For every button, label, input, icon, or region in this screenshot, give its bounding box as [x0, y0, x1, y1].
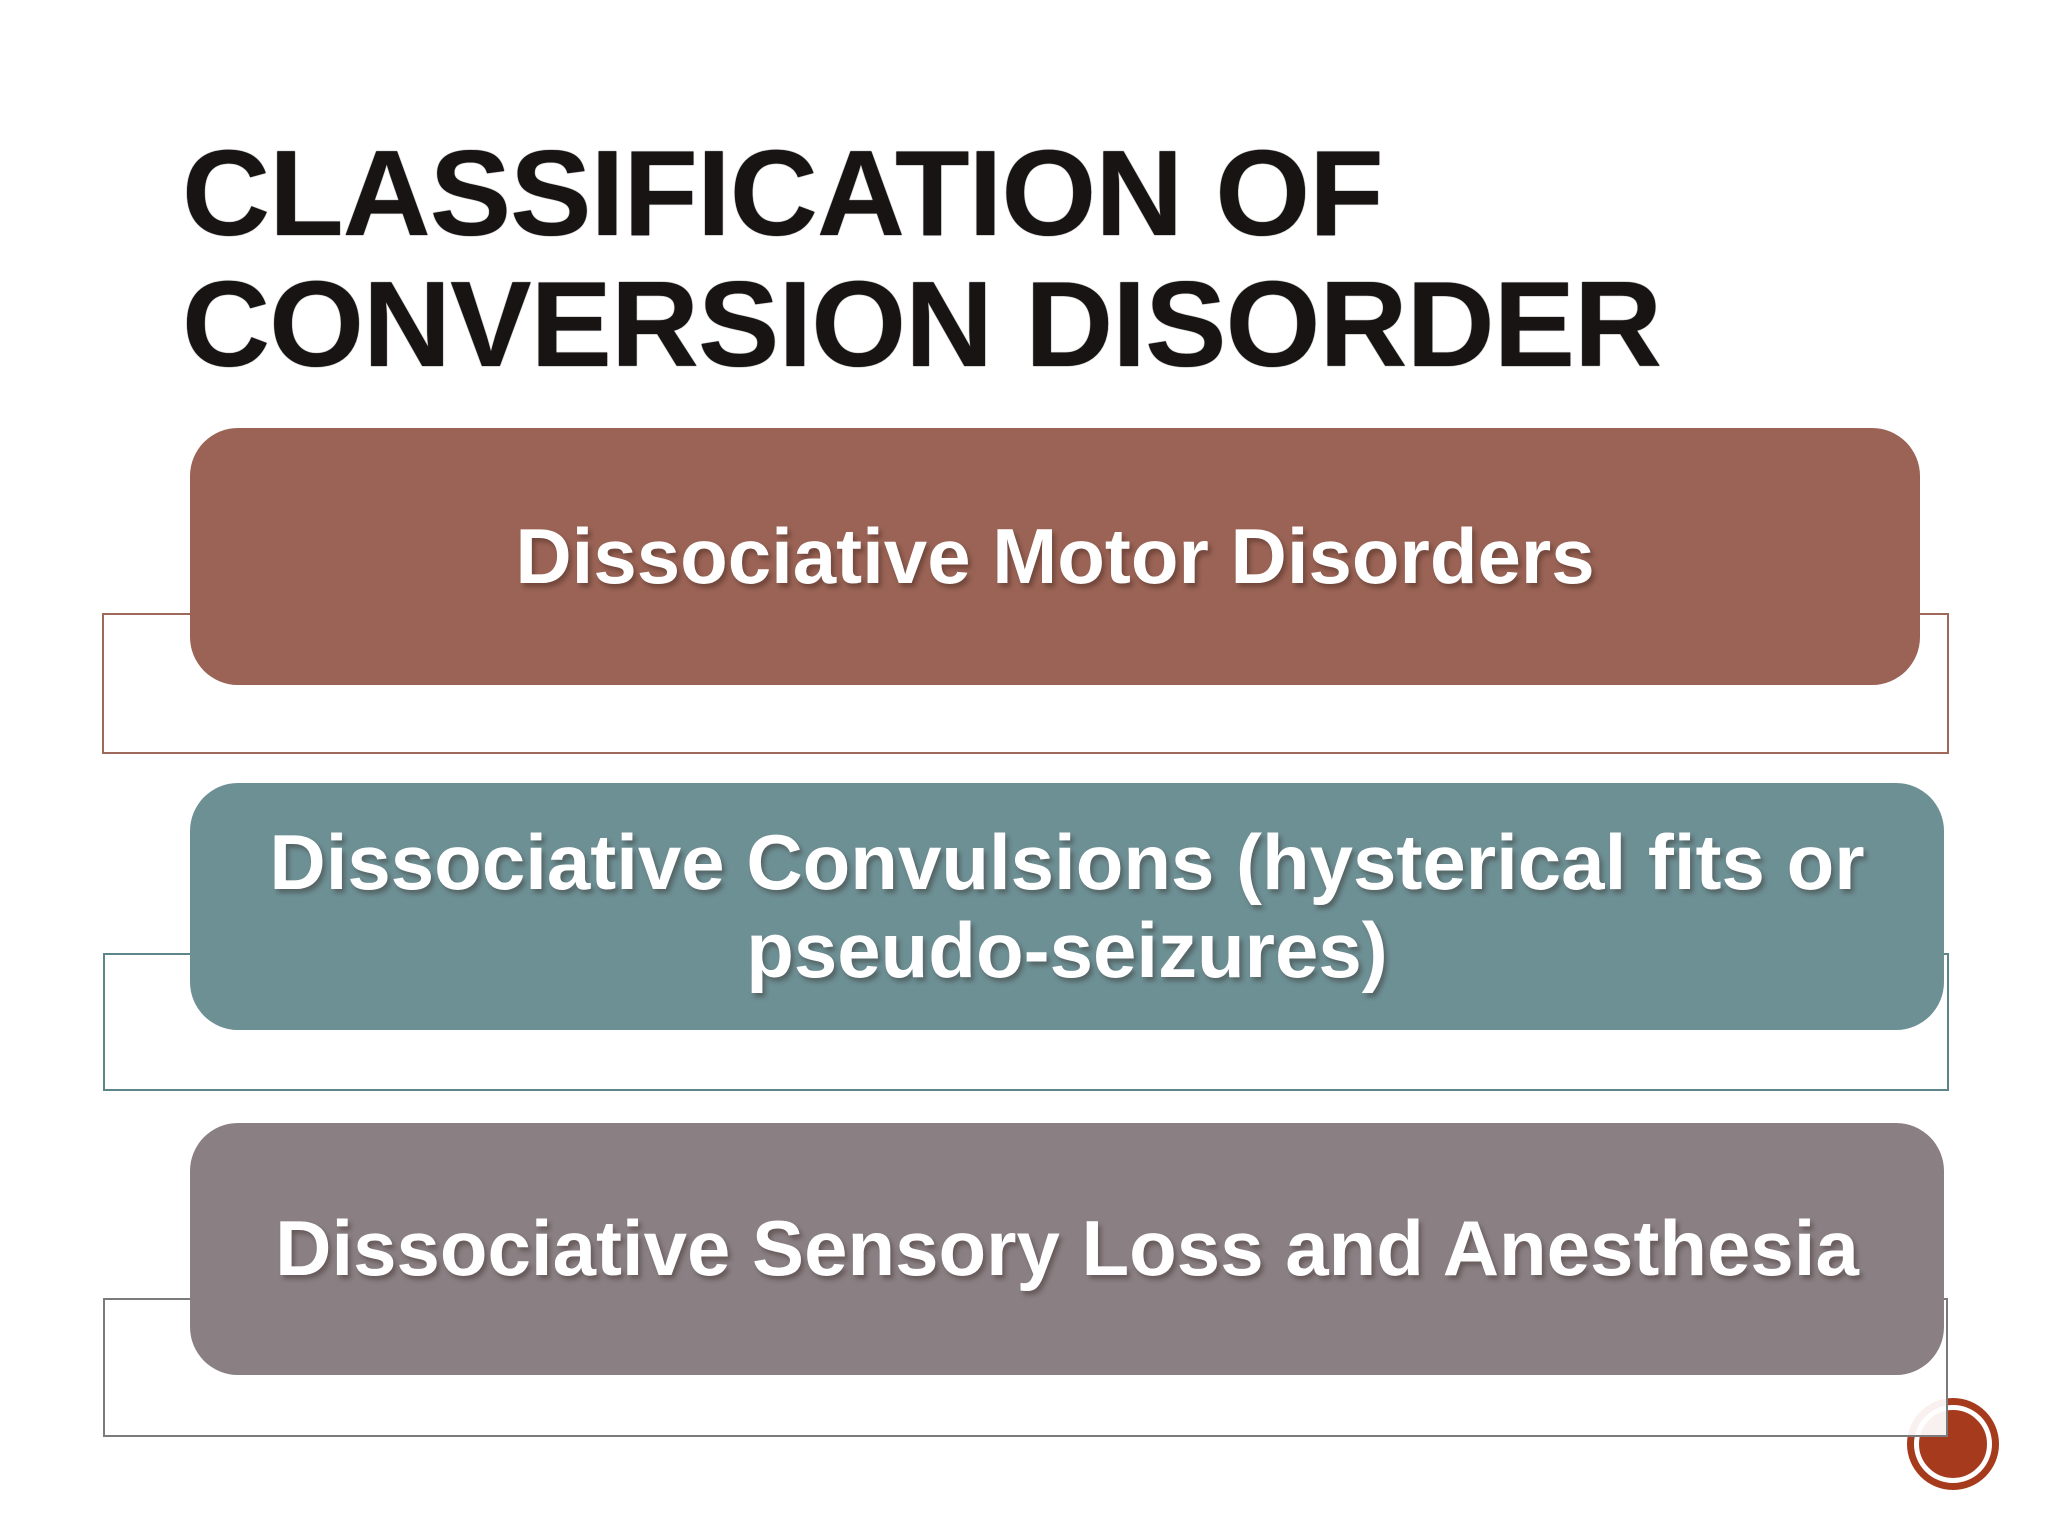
list-item-motor-disorders-label: Dissociative Motor Disorders	[515, 511, 1595, 600]
list-item-sensory-loss: Dissociative Sensory Loss and Anesthesia	[190, 1123, 1944, 1375]
list-item-convulsions-label: Dissociative Convulsions (hysterical fit…	[269, 818, 1865, 994]
list-item-convulsions: Dissociative Convulsions (hysterical fit…	[190, 783, 1944, 1030]
list-item-motor-disorders: Dissociative Motor Disorders	[190, 428, 1920, 685]
corner-circle-ring	[1914, 1405, 1992, 1483]
page-title: CLASSIFICATION OF CONVERSION DISORDER	[182, 125, 1662, 392]
list-item-sensory-loss-label: Dissociative Sensory Loss and Anesthesia	[275, 1204, 1859, 1293]
